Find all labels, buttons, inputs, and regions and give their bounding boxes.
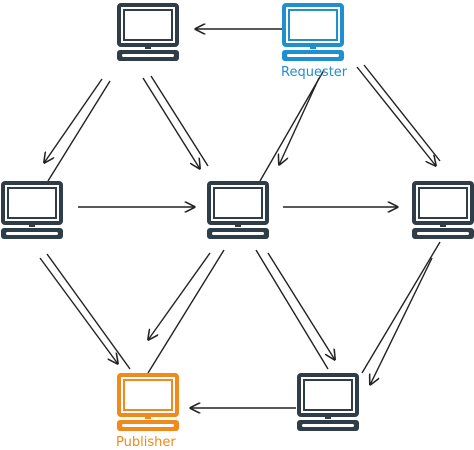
monitor-screen: [123, 9, 173, 41]
monitor-stand: [145, 45, 151, 49]
edge-line: [363, 64, 441, 162]
edge-req-to-right: [356, 64, 441, 166]
edge-arrow: [279, 77, 320, 165]
edge-req-to-center: [259, 69, 325, 182]
monitor-screen: [123, 379, 173, 411]
publisher-label: Publisher: [116, 435, 176, 450]
node-left-computer-icon: [1, 181, 63, 239]
monitor-screen: [288, 9, 338, 41]
edge-arrow: [267, 252, 335, 360]
edge-left-to-pub: [39, 253, 131, 370]
node-br-computer-icon: [297, 373, 359, 431]
keyboard-slot: [122, 54, 174, 57]
edge-n1-to-center: [142, 75, 209, 169]
keyboard-slot: [302, 424, 354, 427]
node-center-computer-icon: [207, 181, 269, 239]
monitor-stand: [325, 415, 331, 419]
node-n1-computer-icon: [117, 3, 179, 61]
edge-line: [255, 249, 329, 370]
edge-line: [150, 75, 209, 167]
edge-line: [361, 241, 441, 374]
edge-line: [46, 253, 131, 370]
edges-layer: [39, 29, 441, 408]
keyboard-slot: [122, 424, 174, 427]
edge-n1-to-left: [44, 78, 111, 182]
edge-line: [259, 69, 325, 182]
monitor-stand: [145, 415, 151, 419]
monitor-stand: [235, 223, 241, 227]
edge-arrow: [356, 66, 436, 166]
node-right-computer-icon: [412, 181, 474, 239]
edge-center-to-pub: [147, 249, 225, 374]
keyboard-slot: [6, 232, 58, 235]
monitor-screen: [418, 187, 468, 219]
edge-right-to-br: [361, 241, 441, 385]
monitor-screen: [213, 187, 263, 219]
monitor-screen: [7, 187, 57, 219]
keyboard-slot: [212, 232, 264, 235]
edge-arrow: [142, 77, 200, 169]
node-pub-computer-icon: [117, 373, 179, 431]
edge-line: [47, 80, 111, 182]
monitor-stand: [440, 223, 446, 227]
edge-arrow: [44, 78, 103, 163]
edge-line: [147, 249, 225, 374]
node-req-computer-icon: [282, 3, 344, 61]
edge-arrow: [39, 257, 118, 364]
keyboard-slot: [417, 232, 469, 235]
monitor-stand: [29, 223, 35, 227]
edge-arrow: [370, 257, 433, 385]
keyboard-slot: [287, 54, 339, 57]
monitor-stand: [310, 45, 316, 49]
requester-label: Requester: [281, 65, 348, 80]
edge-center-to-br: [255, 249, 335, 370]
monitor-screen: [303, 379, 353, 411]
nodes-layer: [1, 3, 474, 431]
edge-arrow: [148, 252, 211, 340]
